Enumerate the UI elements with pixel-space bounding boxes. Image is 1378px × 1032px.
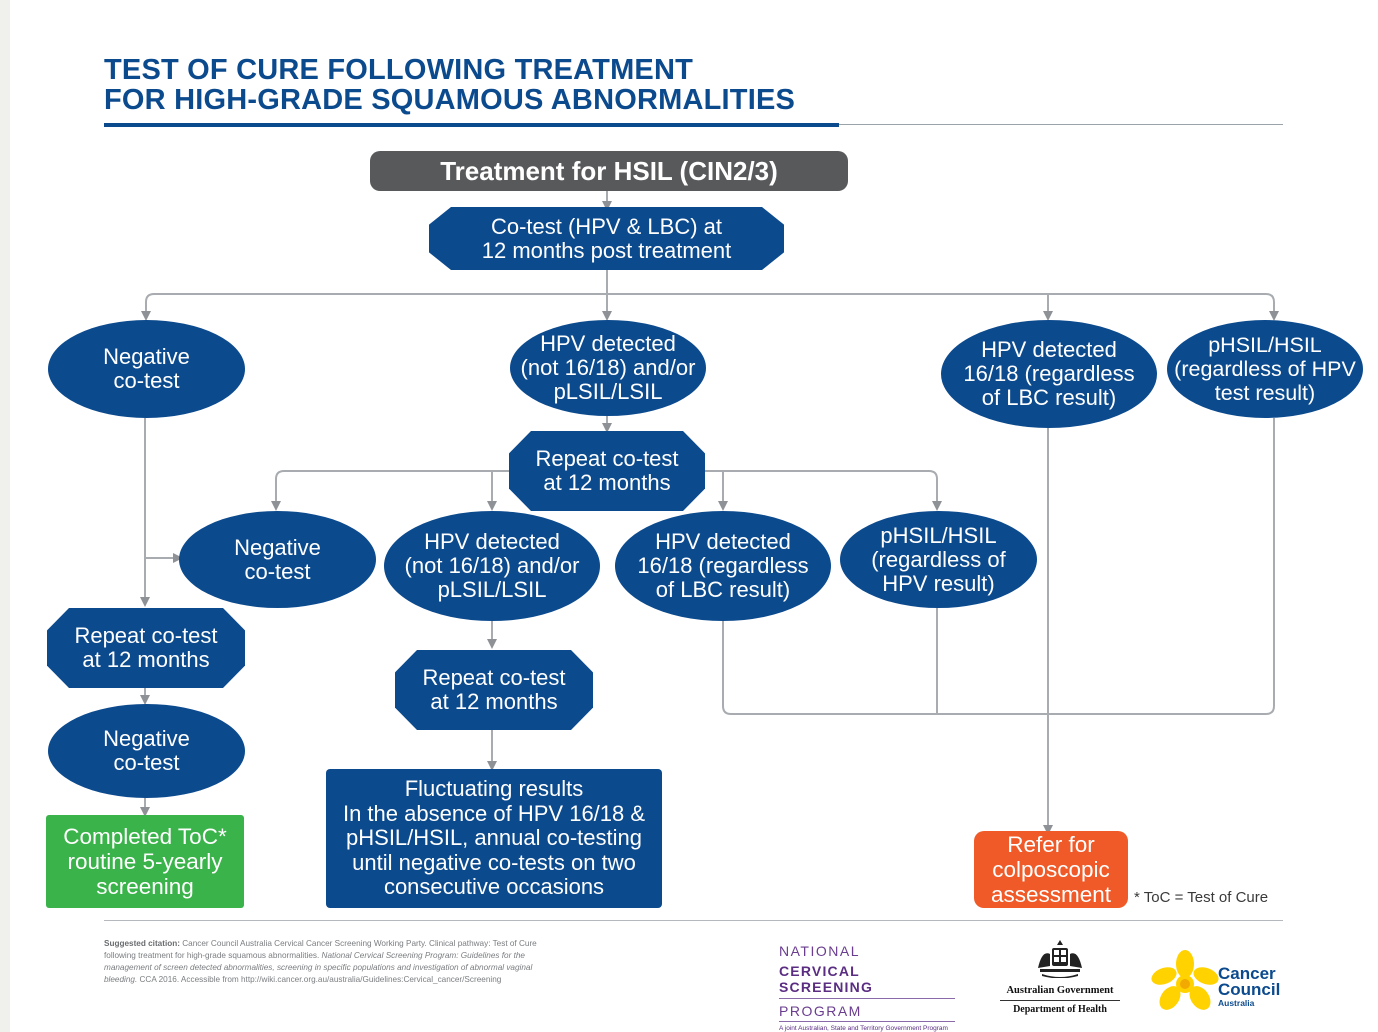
negative-cotest-1-label: Negative co-test <box>103 344 190 393</box>
repeat-cotest-left: Repeat co-test at 12 months <box>47 608 245 688</box>
cotest-12-months-label: Co-test (HPV & LBC) at 12 months post tr… <box>481 213 732 263</box>
phsil-hsil-2-label: pHSIL/HSIL (regardless of HPV result) <box>871 522 1006 596</box>
branch-line-2-right <box>703 470 938 508</box>
citation-text-1: Cancer Council Australia Cervical Cancer… <box>104 939 537 960</box>
ncsp-line-3: PROGRAM <box>779 1003 862 1019</box>
bracket-to-refer <box>722 418 1275 715</box>
ncsp-rule-2 <box>779 1021 955 1022</box>
cc-line-3: Australia <box>1218 998 1255 1008</box>
phsil-hsil-1-label: pHSIL/HSIL (regardless of HPV test resul… <box>1174 333 1356 405</box>
refer-colposcopy-label: Refer for colposcopic assessment <box>990 832 1112 907</box>
ncsp-line-2: CERVICAL SCREENING <box>779 963 874 995</box>
phsil-hsil-1: pHSIL/HSIL (regardless of HPV test resul… <box>1167 320 1363 418</box>
hpv-not1618-2-label: HPV detected (not 16/18) and/or pLSIL/LS… <box>404 529 580 602</box>
title-underline <box>104 123 839 127</box>
gov-line-2: Department of Health <box>1000 1000 1120 1015</box>
gov-line-1: Australian Government <box>1006 985 1114 996</box>
fluctuating-results-box: Fluctuating results In the absence of HP… <box>326 769 662 908</box>
repeat-cotest-mid: Repeat co-test at 12 months <box>509 431 705 511</box>
negative-cotest-1: Negative co-test <box>48 320 245 418</box>
hpv-not1618-1-label: HPV detected (not 16/18) and/or pLSIL/LS… <box>520 331 696 404</box>
hpv-not1618-2: HPV detected (not 16/18) and/or pLSIL/LS… <box>384 511 600 621</box>
negative-cotest-2: Negative co-test <box>179 511 376 608</box>
completed-toc-box: Completed ToC* routine 5-yearly screenin… <box>46 815 244 908</box>
negative-cotest-3-label: Negative co-test <box>103 726 190 775</box>
negative-cotest-3: Negative co-test <box>48 704 245 798</box>
coat-of-arms-icon <box>1038 940 1082 979</box>
citation-text-2: CCA 2016. Accessible from http://wiki.ca… <box>137 975 502 984</box>
cc-line-1: Cancer <box>1218 964 1276 983</box>
negative-cotest-2-label: Negative co-test <box>234 534 321 584</box>
fluctuating-results-label: Fluctuating results In the absence of HP… <box>342 776 646 900</box>
refer-colposcopy-box: Refer for colposcopic assessment <box>974 831 1128 908</box>
cancer-council-wordmark: Cancer Council Australia <box>1218 964 1281 1008</box>
hpv1618-1-label: HPV detected 16/18 (regardless of LBC re… <box>963 337 1135 410</box>
cotest-12-months: Co-test (HPV & LBC) at 12 months post tr… <box>429 207 784 270</box>
ncsp-rule-1 <box>779 998 955 999</box>
hpv-not1618-1: HPV detected (not 16/18) and/or pLSIL/LS… <box>510 320 706 416</box>
repeat-cotest-center: Repeat co-test at 12 months <box>395 650 593 730</box>
page-title-line-2: FOR HIGH-GRADE SQUAMOUS ABNORMALITIES <box>104 84 796 116</box>
citation-italic: National Cervical Screening Program: Gui… <box>104 951 533 984</box>
page-title-line-1: TEST OF CURE FOLLOWING TREATMENT <box>104 54 694 86</box>
treatment-hsil-box: Treatment for HSIL (CIN2/3) <box>370 151 848 191</box>
completed-toc-label: Completed ToC* routine 5-yearly screenin… <box>63 824 227 899</box>
treatment-hsil-label: Treatment for HSIL (CIN2/3) <box>440 155 778 186</box>
branch-line-1 <box>145 293 1275 318</box>
ncsp-logo: NATIONAL CERVICAL SCREENING PROGRAM A jo… <box>779 943 957 1032</box>
suggested-citation: Suggested citation: Cancer Council Austr… <box>104 938 544 986</box>
title-rule <box>839 124 1283 125</box>
hpv1618-2-label: HPV detected 16/18 (regardless of LBC re… <box>637 529 809 602</box>
ncsp-line-4: A joint Australian, State and Territory … <box>779 1025 948 1032</box>
repeat-cotest-left-label: Repeat co-test at 12 months <box>74 623 218 672</box>
hpv1618-2: HPV detected 16/18 (regardless of LBC re… <box>615 511 831 621</box>
daffodil-icon <box>1151 950 1219 1010</box>
phsil-hsil-2: pHSIL/HSIL (regardless of HPV result) <box>840 511 1037 608</box>
repeat-cotest-center-label: Repeat co-test at 12 months <box>422 665 566 714</box>
australian-government-logo: Australian Government Department of Heal… <box>1000 938 1120 1015</box>
toc-footnote: * ToC = Test of Cure <box>1134 889 1269 906</box>
hpv1618-1: HPV detected 16/18 (regardless of LBC re… <box>941 320 1157 428</box>
repeat-cotest-mid-label: Repeat co-test at 12 months <box>535 446 679 495</box>
footer-rule <box>104 920 1283 921</box>
citation-label: Suggested citation: <box>104 939 180 948</box>
branch-line-2-left <box>275 470 510 508</box>
cc-line-2: Council <box>1218 980 1281 999</box>
ncsp-line-1: NATIONAL <box>779 943 860 959</box>
